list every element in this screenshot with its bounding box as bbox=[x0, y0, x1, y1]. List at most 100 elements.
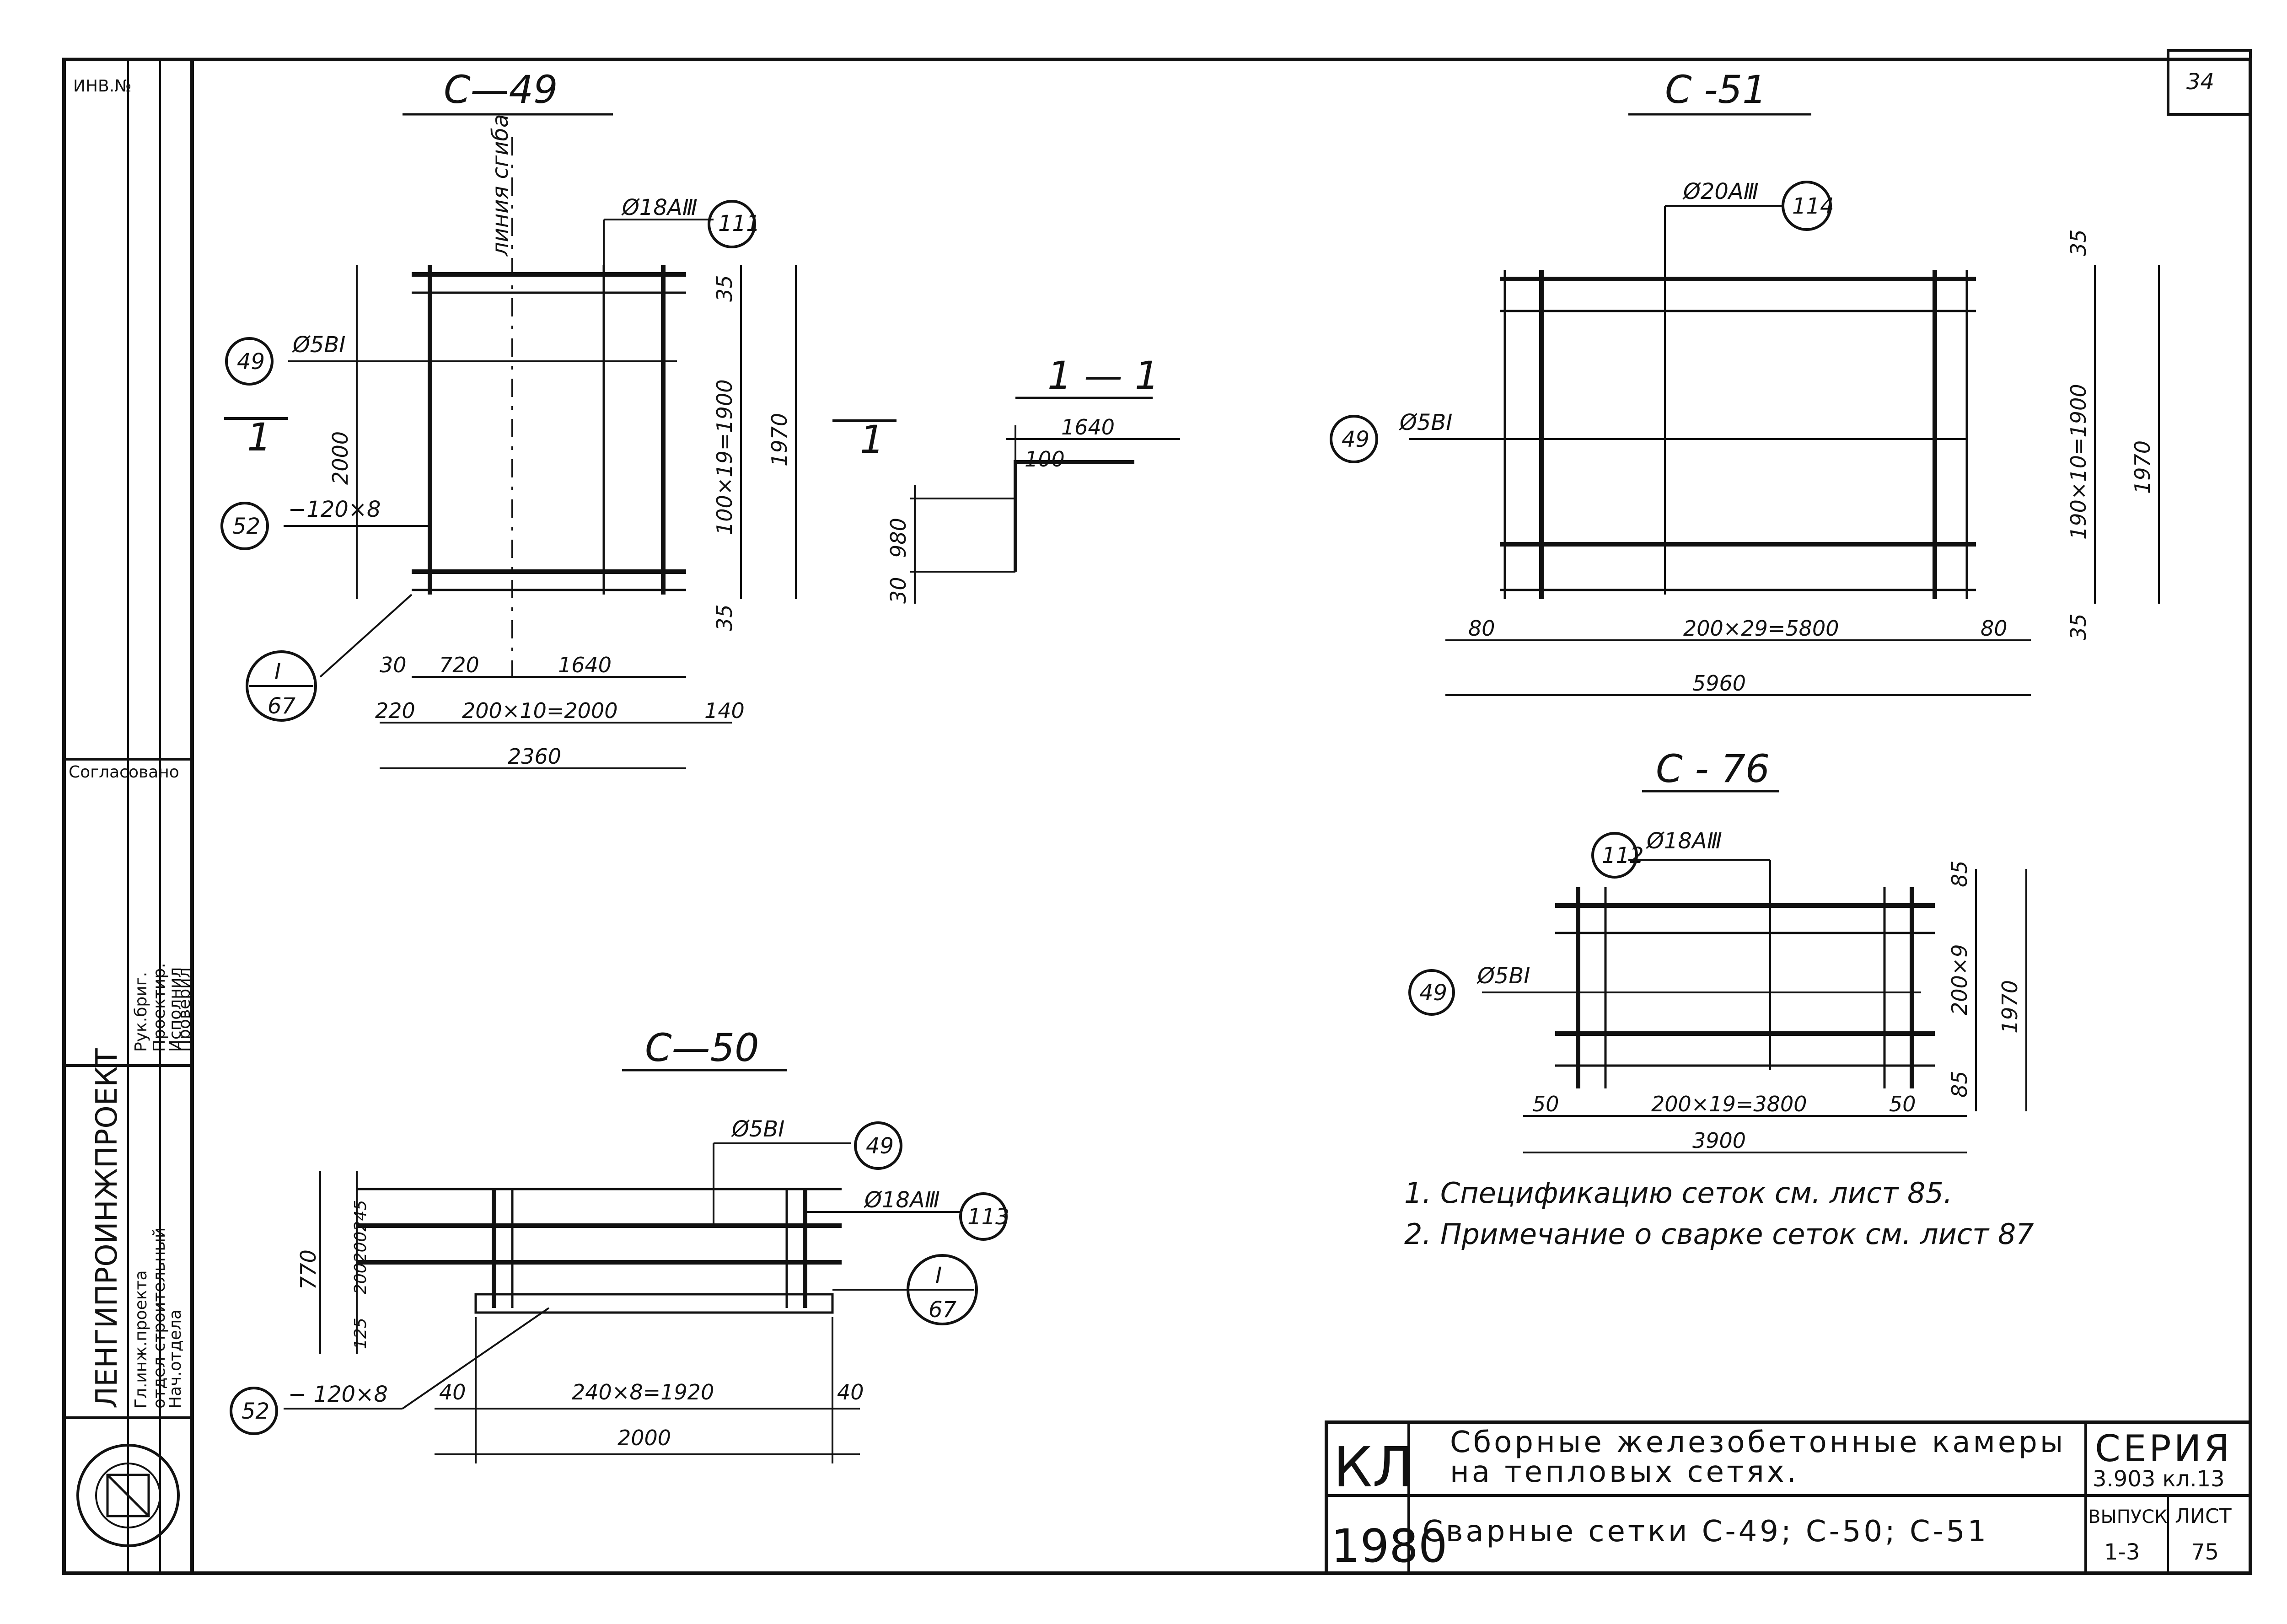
c50-dim-bottom: 125 bbox=[351, 1318, 370, 1349]
c49-dim-d2000: 200×10=2000 bbox=[462, 698, 618, 723]
mesh-c76 bbox=[1408, 790, 2027, 1153]
c49-detail-top: I bbox=[274, 659, 281, 685]
section-1-1-d100: 100 bbox=[1025, 447, 1065, 472]
c51-wire-mark: Ø5ВⅠ bbox=[1399, 410, 1452, 435]
section-1-1-d30: 30 bbox=[886, 577, 911, 604]
c50-dim-right: 40 bbox=[837, 1380, 864, 1404]
mesh-c49 bbox=[220, 113, 797, 769]
c50-dim-span: 240×8=1920 bbox=[572, 1380, 714, 1404]
mesh-c50 bbox=[230, 1069, 1008, 1463]
tb-title-line2: на тепловых сетях. bbox=[1450, 1455, 1799, 1489]
c76-wire-mark: Ø5ВⅠ bbox=[1476, 963, 1530, 989]
c50-detail-top: I bbox=[935, 1263, 942, 1288]
c49-dim-mid: 100×19=1900 bbox=[712, 380, 737, 536]
side-stamp-row-1: Проектир. bbox=[150, 963, 169, 1052]
c49-detail-bottom: 67 bbox=[268, 693, 296, 719]
note-1: 1. Спецификацию сеток см. лист 85. bbox=[1404, 1176, 1953, 1210]
side-stamp-row-3: Проверил bbox=[175, 967, 194, 1052]
tb-series-label: СЕРИЯ bbox=[2095, 1427, 2232, 1470]
c51-dim-right: 80 bbox=[1981, 616, 2008, 641]
section-1-1-title: 1 — 1 bbox=[1047, 353, 1159, 398]
side-stamp-agreed: Согласовано bbox=[69, 763, 179, 782]
c51-bar-mark: Ø20АⅢ bbox=[1682, 179, 1759, 204]
c76-dim-left: 50 bbox=[1532, 1092, 1559, 1116]
note-2: 2. Примечание о сварке сеток см. лист 87 bbox=[1404, 1217, 2034, 1251]
c50-dim-total-v: 770 bbox=[296, 1249, 321, 1290]
c51-dim-span: 200×29=5800 bbox=[1683, 616, 1839, 641]
c76-dim-bottom: 85 bbox=[1947, 1071, 1972, 1098]
c49-dim-bottom: 35 bbox=[712, 604, 737, 631]
c49-bar-mark: Ø18АⅢ bbox=[621, 195, 698, 220]
side-stamp-row-4: Гл.инж.проекта bbox=[132, 1270, 150, 1409]
tb-code: КЛ bbox=[1333, 1436, 1413, 1500]
c49-strip-mark: −120×8 bbox=[288, 497, 381, 522]
tb-subtitle: Сварные сетки С-49; С-50; С-51 bbox=[1423, 1515, 1989, 1549]
c49-dim-d1640: 1640 bbox=[558, 653, 612, 677]
side-stamp-inv: ИНВ.№ bbox=[73, 77, 132, 96]
mesh-c51 bbox=[1330, 113, 2160, 696]
c50-dim-total-h: 2000 bbox=[617, 1426, 671, 1450]
c50-title: С—50 bbox=[645, 1025, 759, 1070]
c49-wire-mark: Ø5ВⅠ bbox=[292, 332, 345, 358]
c51-dim-mid: 190×10=1900 bbox=[2066, 384, 2091, 540]
c50-wire-mark: Ø5ВⅠ bbox=[731, 1116, 784, 1142]
c51-wire-pos: 49 bbox=[1342, 427, 1369, 452]
c50-detail-bottom: 67 bbox=[929, 1297, 957, 1323]
tb-sheet-label: ЛИСТ bbox=[2175, 1505, 2232, 1528]
c76-dim-right: 50 bbox=[1889, 1092, 1916, 1116]
c49-section-mark: 1 bbox=[247, 415, 271, 460]
c76-dim-span: 200×19=3800 bbox=[1651, 1092, 1807, 1116]
c49-dim-top: 35 bbox=[712, 275, 737, 302]
c49-dim-height: 2000 bbox=[328, 431, 353, 485]
side-stamp-row-6: отдел строительный bbox=[150, 1227, 169, 1409]
c49-strip-pos: 52 bbox=[232, 514, 260, 539]
section-1-1 bbox=[832, 397, 1180, 604]
side-stamp-org: ЛЕНГИПРОИНЖПРОЕКТ bbox=[90, 1048, 124, 1409]
c50-dim-left: 40 bbox=[439, 1380, 466, 1404]
side-stamp bbox=[64, 59, 192, 1573]
sheet-number: 34 bbox=[2186, 69, 2214, 95]
title-block bbox=[1325, 1420, 2252, 1575]
c51-dim-bottom: 35 bbox=[2066, 613, 2091, 640]
tb-year: 1980 bbox=[1331, 1519, 1448, 1573]
c51-dim-top: 35 bbox=[2066, 229, 2091, 256]
section-1-1-d1640: 1640 bbox=[1061, 415, 1115, 439]
c51-bar-pos: 114 bbox=[1792, 193, 1834, 219]
c50-strip-pos: 52 bbox=[242, 1399, 269, 1424]
tb-series-value: 3.903 кл.13 bbox=[2093, 1466, 2225, 1492]
c49-dim-d720: 720 bbox=[439, 653, 479, 677]
tb-sheet-value: 75 bbox=[2191, 1539, 2219, 1565]
c51-title: С -51 bbox=[1665, 67, 1767, 112]
c76-title: С - 76 bbox=[1656, 746, 1770, 791]
c76-wire-pos: 49 bbox=[1419, 980, 1447, 1006]
c49-dim-d2360: 2360 bbox=[508, 744, 561, 769]
side-stamp-row-0: Рук.бриг. bbox=[132, 972, 150, 1052]
c49-dim-d140: 140 bbox=[704, 698, 745, 723]
c50-dim-v-stack: 200200245 bbox=[351, 1200, 370, 1294]
c76-dim-mid: 200×9 bbox=[1947, 944, 1972, 1015]
c50-bar-mark: Ø18АⅢ bbox=[864, 1187, 940, 1213]
c50-strip-mark: − 120×8 bbox=[288, 1382, 388, 1407]
c51-dim-left: 80 bbox=[1468, 616, 1495, 641]
c49-dim-d30: 30 bbox=[380, 653, 407, 677]
c76-bar-mark: Ø18АⅢ bbox=[1646, 828, 1722, 854]
c50-bar-pos: 113 bbox=[967, 1204, 1009, 1230]
c49-dim-total-v: 1970 bbox=[767, 413, 792, 466]
tb-issue-label: ВЫПУСК bbox=[2088, 1506, 2168, 1528]
c76-bar-pos: 112 bbox=[1602, 843, 1644, 868]
c51-dim-total-h: 5960 bbox=[1692, 671, 1746, 696]
c49-bend-line: линия сгиба bbox=[488, 114, 513, 257]
c76-dim-total-h: 3900 bbox=[1692, 1128, 1746, 1153]
c49-bar-pos: 111 bbox=[718, 211, 760, 236]
side-stamp-row-2: Исполнил bbox=[166, 967, 185, 1052]
c76-dim-total-v: 1970 bbox=[1997, 980, 2022, 1034]
sheet-frame bbox=[62, 49, 2252, 1575]
tb-title-line1: Сборные железобетонные камеры bbox=[1450, 1426, 2066, 1459]
c76-dim-top: 85 bbox=[1947, 860, 1972, 887]
tb-issue-value: 1-3 bbox=[2104, 1539, 2140, 1565]
section-1-1-d980: 980 bbox=[886, 518, 911, 558]
c49-dim-d220: 220 bbox=[375, 698, 415, 723]
c50-wire-pos: 49 bbox=[866, 1133, 894, 1159]
c49-title: С—49 bbox=[444, 67, 558, 112]
